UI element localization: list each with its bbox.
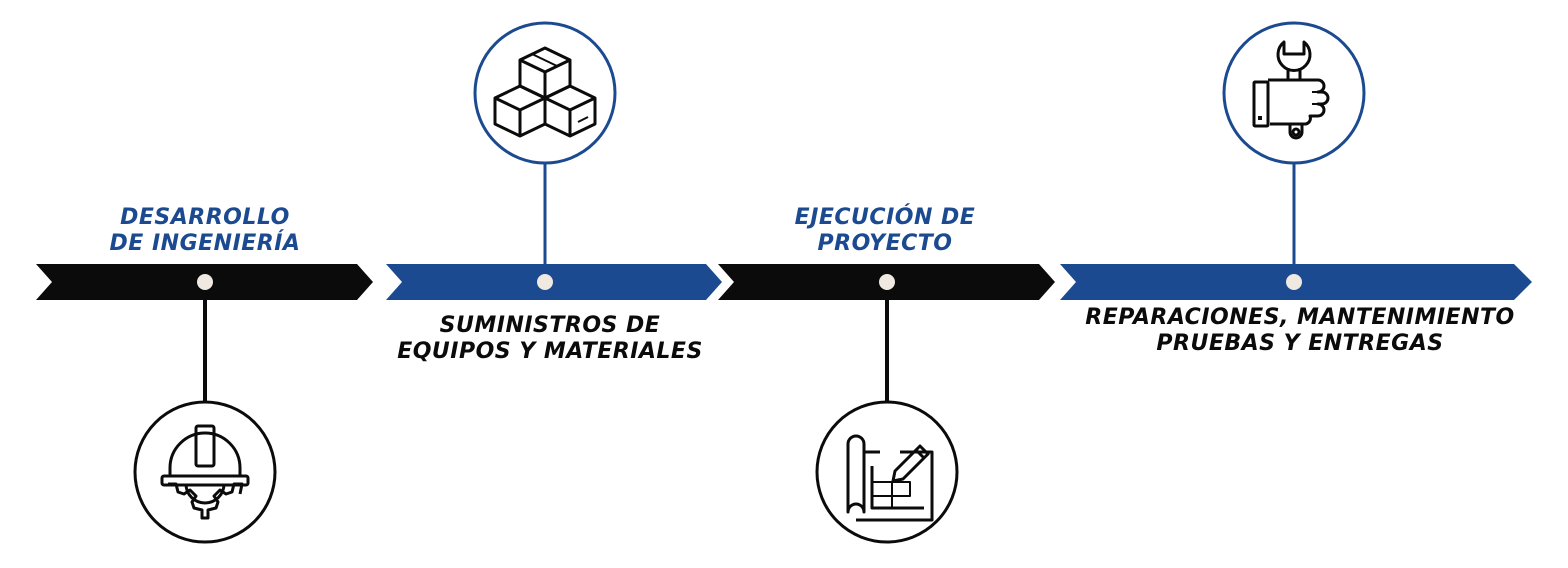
icon-circle-1 xyxy=(133,400,277,544)
timeline-dot-4 xyxy=(1286,274,1302,290)
stage-label-ejecucion: EJECUCIÓN DE PROYECTO xyxy=(745,205,1025,257)
timeline-dot-3 xyxy=(879,274,895,290)
stage-label-line: EJECUCIÓN DE xyxy=(794,205,976,230)
hand-wrench-icon xyxy=(1252,40,1330,140)
stage-label-line: DESARROLLO xyxy=(120,205,290,230)
stage-label-line: DE INGENIERÍA xyxy=(109,231,301,256)
stage-label-line: EQUIPOS Y MATERIALES xyxy=(397,339,703,364)
icon-circle-4 xyxy=(1222,21,1366,165)
stage-label-line: REPARACIONES, MANTENIMIENTO xyxy=(1085,305,1515,330)
stage-label-reparaciones: REPARACIONES, MANTENIMIENTO PRUEBAS Y EN… xyxy=(1055,305,1545,357)
hardhat-gear-icon xyxy=(160,424,250,520)
stage-label-line: PRUEBAS Y ENTREGAS xyxy=(1156,331,1444,356)
timeline-dot-1 xyxy=(197,274,213,290)
timeline-dot-2 xyxy=(537,274,553,290)
stage-label-line: PROYECTO xyxy=(817,231,953,256)
stage-label-line: SUMINISTROS DE xyxy=(439,313,661,338)
arrow-segment-2 xyxy=(386,264,722,300)
stage-label-desarrollo: DESARROLLO DE INGENIERÍA xyxy=(60,205,350,257)
blueprint-pencil-icon xyxy=(846,434,934,522)
stacked-boxes-icon xyxy=(493,46,597,138)
stage-label-suministros: SUMINISTROS DE EQUIPOS Y MATERIALES xyxy=(380,313,720,365)
